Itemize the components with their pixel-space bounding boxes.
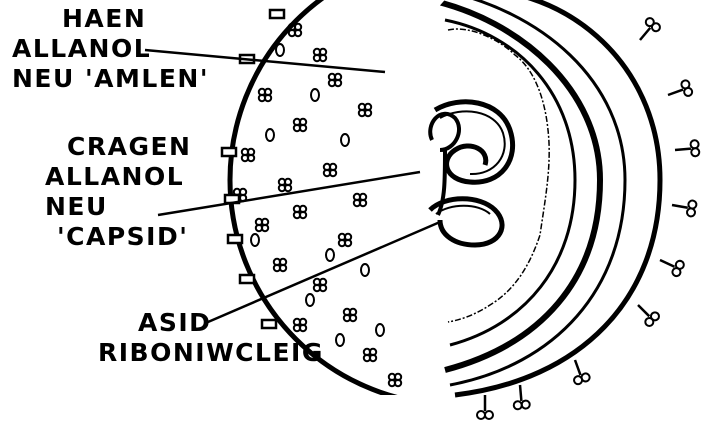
- envelope-label: HAEN ALLANOL NEU 'AMLEN': [12, 4, 209, 94]
- capsid-label-line-4: 'CAPSID': [45, 222, 191, 252]
- capsid-label-line-3: NEU: [45, 192, 191, 222]
- envelope-label-line-2: ALLANOL: [12, 34, 209, 64]
- rna-label-line-1: ASID: [98, 308, 324, 338]
- capsid-label-line-2: ALLANOL: [45, 162, 191, 192]
- rna-label: ASID RIBONIWCLEIG: [98, 308, 324, 368]
- capsid-label: CRAGEN ALLANOL NEU 'CAPSID': [45, 132, 191, 252]
- envelope-label-line-3: NEU 'AMLEN': [12, 64, 209, 94]
- rna-label-line-2: RIBONIWCLEIG: [98, 338, 324, 368]
- capsid-label-line-1: CRAGEN: [45, 132, 191, 162]
- rna-coil: [430, 102, 513, 245]
- envelope-label-line-1: HAEN: [12, 4, 209, 34]
